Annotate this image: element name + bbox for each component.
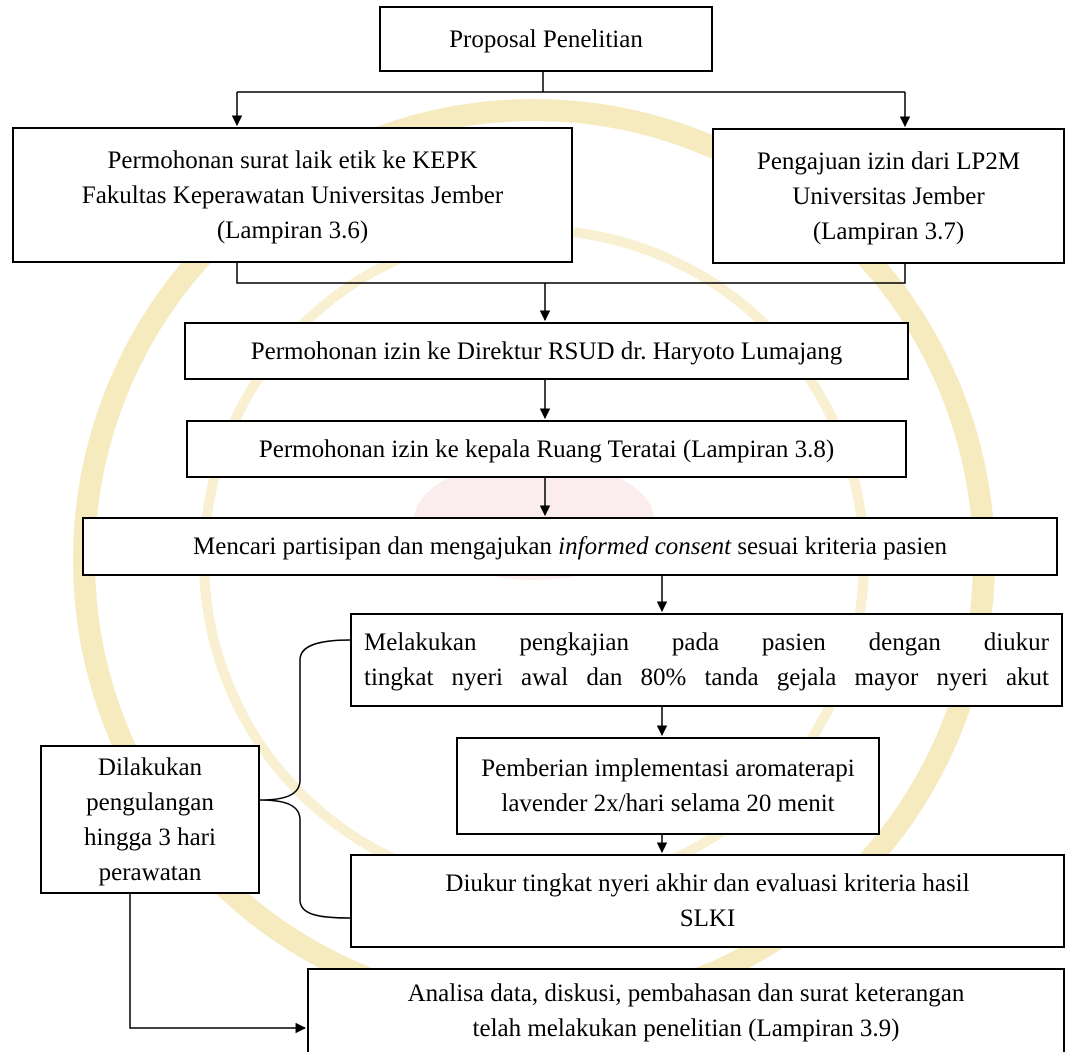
node-diukur-line2: SLKI (679, 905, 736, 932)
node-partisipan-italic: informed consent (558, 533, 732, 560)
node-diukur-line1: Diukur tingkat nyeri akhir dan evaluasi … (445, 870, 970, 897)
node-partisipan-label: Mencari partisipan dan mengajukan inform… (193, 529, 947, 564)
node-kepk-line3: (Lampiran 3.6) (216, 216, 369, 244)
node-analisa-line2: telah melakukan penelitian (Lampiran 3.9… (472, 1015, 900, 1042)
node-kepala-label: Permohonan izin ke kepala Ruang Teratai … (258, 435, 835, 463)
node-lp2m-line2: Universitas Jember (792, 182, 985, 210)
node-kepk: Permohonan surat laik etik ke KEPK Fakul… (12, 127, 573, 263)
node-lp2m-line3: (Lampiran 3.7) (812, 217, 965, 245)
node-proposal: Proposal Penelitian (379, 6, 713, 72)
node-pengulangan-line1: Dilakukan (97, 753, 203, 781)
node-lp2m: Pengajuan izin dari LP2M Universitas Jem… (712, 128, 1065, 264)
node-pengulangan: Dilakukan pengulangan hingga 3 hari pera… (40, 745, 260, 894)
node-analisa-line1: Analisa data, diskusi, pembahasan dan su… (407, 980, 965, 1007)
node-diukur: Diukur tingkat nyeri akhir dan evaluasi … (350, 854, 1065, 948)
node-direktur-label: Permohonan izin ke Direktur RSUD dr. Har… (250, 337, 843, 365)
node-pengulangan-line3: hingga 3 hari (84, 823, 216, 851)
node-analisa: Analisa data, diskusi, pembahasan dan su… (307, 968, 1065, 1052)
node-implementasi-line1: Pemberian implementasi aromaterapi (481, 755, 855, 782)
node-kepk-line2: Fakultas Keperawatan Universitas Jember (81, 181, 504, 209)
node-partisipan: Mencari partisipan dan mengajukan inform… (82, 517, 1058, 576)
node-pengkajian-line1: Melakukan pengkajian pada pasien dengan … (364, 629, 1049, 656)
node-partisipan-after: sesuai kriteria pasien (731, 533, 947, 560)
node-kepk-line1: Permohonan surat laik etik ke KEPK (107, 146, 478, 174)
node-implementasi: Pemberian implementasi aromaterapi laven… (456, 737, 880, 835)
node-partisipan-before: Mencari partisipan dan mengajukan (193, 533, 559, 560)
node-pengulangan-line4: perawatan (98, 858, 202, 886)
node-pengkajian: Melakukan pengkajian pada pasien dengan … (350, 613, 1063, 707)
node-pengulangan-line2: pengulangan (86, 788, 214, 816)
node-implementasi-line2: lavender 2x/hari selama 20 menit (501, 790, 835, 817)
node-kepala: Permohonan izin ke kepala Ruang Teratai … (186, 420, 907, 478)
node-proposal-label: Proposal Penelitian (449, 25, 643, 53)
node-lp2m-line1: Pengajuan izin dari LP2M (756, 147, 1021, 175)
node-pengkajian-line2: tingkat nyeri awal dan 80% tanda gejala … (364, 664, 1049, 691)
node-direktur: Permohonan izin ke Direktur RSUD dr. Har… (184, 322, 909, 380)
